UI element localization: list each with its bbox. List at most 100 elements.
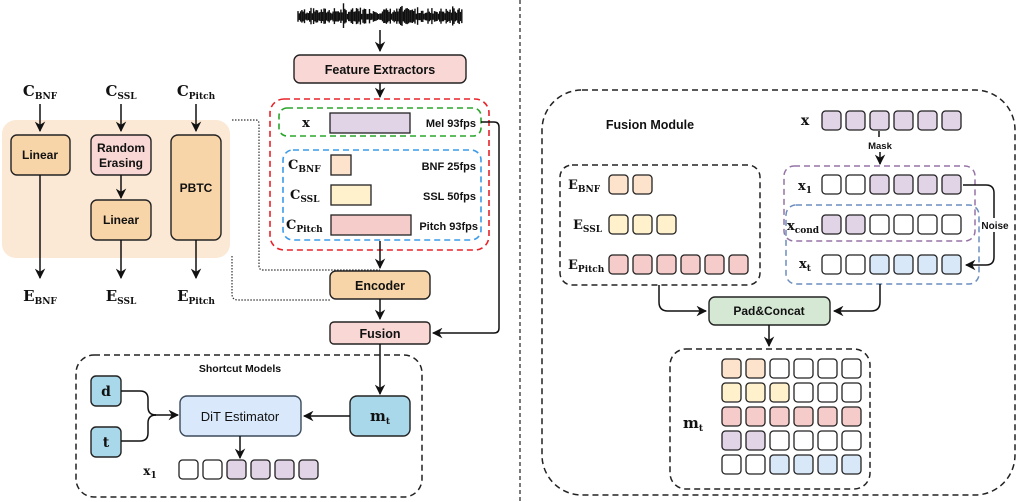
linear-bnf-label: Linear <box>22 148 58 162</box>
embedding-cell <box>632 254 653 275</box>
mt-cell <box>841 454 862 475</box>
x1-label: x1 <box>798 179 812 196</box>
input-c-pitch: CPitch <box>177 82 216 102</box>
feature-extractors-label: Feature Extractors <box>325 63 436 77</box>
pitch-feature-bar <box>330 214 412 236</box>
linear-ssl-label: Linear <box>103 213 139 227</box>
e-bnf-label: EBNF <box>568 178 601 195</box>
dotted-connector-bottom <box>231 256 330 301</box>
xcond-cell <box>893 214 914 235</box>
mt-cell <box>769 382 790 403</box>
xt-cell <box>821 254 842 275</box>
output-e-pitch: EPitch <box>177 287 215 307</box>
embedding-cell <box>608 214 629 235</box>
output-e-bnf: EBNF <box>23 287 57 307</box>
x1-cell <box>821 174 842 195</box>
fusion-module-group <box>541 89 1016 496</box>
mt-cell <box>769 454 790 475</box>
mel-to-fusion-connector <box>431 121 500 339</box>
condition-encoders: CBNF CSSL CPitch Linear Random Erasing L… <box>2 82 380 307</box>
fusion-module-title: Fusion Module <box>606 118 694 132</box>
embedding-cell <box>656 214 677 235</box>
mt-cell <box>793 454 814 475</box>
mt-cell <box>769 430 790 451</box>
embedding-cell <box>704 254 725 275</box>
noise-label: Noise <box>981 221 1009 232</box>
x1-cell <box>917 174 938 195</box>
e-ssl-label: ESSL <box>573 218 603 235</box>
dit-estimator-label: DiT Estimator <box>201 409 280 424</box>
ssl-feature-bar <box>330 184 372 206</box>
x1-output-cell <box>202 459 223 480</box>
xcond-xt-group-blue <box>785 204 980 285</box>
x-cells <box>821 110 962 131</box>
mt-cell <box>745 454 766 475</box>
x1-xcond-group-purple <box>783 165 976 242</box>
pad-concat-label: Pad&Concat <box>733 304 804 318</box>
x1-output-cell <box>274 459 295 480</box>
bnf-rate-label: BNF 25fps <box>422 161 476 173</box>
x-cell <box>917 110 938 131</box>
mt-cell <box>841 358 862 379</box>
xt-cell <box>941 254 962 275</box>
x-cell <box>845 110 866 131</box>
xcond-cell <box>821 214 842 235</box>
embedding-cell <box>608 254 629 275</box>
x-cell <box>821 110 842 131</box>
embedding-cell <box>680 254 701 275</box>
mt-group <box>669 348 871 490</box>
x1-cell <box>869 174 890 195</box>
cond-c-pitch-label: CPitch <box>286 218 323 235</box>
center-pipeline: Feature Extractors x Mel 93fps CBNF BNF … <box>75 3 500 498</box>
mt-cell <box>793 406 814 427</box>
pbtc-label: PBTC <box>180 181 213 195</box>
xcond-cell <box>869 214 890 235</box>
encoder-label: Encoder <box>355 279 405 293</box>
x1-cell <box>845 174 866 195</box>
mt-cell <box>745 430 766 451</box>
d-label: d <box>101 384 111 400</box>
t-label: t <box>103 435 110 451</box>
mt-cell <box>817 358 838 379</box>
mt-cell <box>793 358 814 379</box>
mt-label: mt <box>370 407 391 427</box>
embeddings-group <box>559 164 761 286</box>
dotted-connector-top <box>232 119 380 271</box>
e-pitch-label: EPitch <box>568 258 605 275</box>
shortcut-models-title: Shortcut Models <box>199 363 281 375</box>
mt-cell <box>793 382 814 403</box>
mt-cell <box>841 406 862 427</box>
xcond-cell <box>917 214 938 235</box>
x1-output-label: x1 <box>143 464 156 481</box>
random-erasing-label-2: Erasing <box>99 156 143 170</box>
xt-cell <box>845 254 866 275</box>
mt-cell <box>745 382 766 403</box>
cond-c-bnf-label: CBNF <box>288 158 321 175</box>
mt-cell <box>721 382 742 403</box>
embedding-cell <box>728 254 749 275</box>
cond-c-ssl-label: CSSL <box>290 188 320 205</box>
output-e-ssl: ESSL <box>106 287 137 307</box>
xcond-label: xcond <box>787 219 820 236</box>
x-cell <box>893 110 914 131</box>
mt-cell <box>817 430 838 451</box>
mt-cell <box>817 454 838 475</box>
x-label: x <box>801 113 810 129</box>
mt-cell <box>745 358 766 379</box>
shortcut-models-group <box>75 354 423 498</box>
xt-cell <box>893 254 914 275</box>
mt-cell <box>721 406 742 427</box>
x1-cell <box>941 174 962 195</box>
mt-cell <box>817 406 838 427</box>
fusion-label: Fusion <box>360 327 401 341</box>
mt-cell <box>721 430 742 451</box>
embedding-cell <box>632 174 653 195</box>
x1-output-cells <box>178 459 319 480</box>
mask-label: Mask <box>868 141 892 152</box>
xcond-cell <box>845 214 866 235</box>
mt-cell <box>721 358 742 379</box>
mt-cell <box>793 430 814 451</box>
embedding-cell <box>608 174 629 195</box>
mt-matrix-label: mt <box>683 414 704 434</box>
